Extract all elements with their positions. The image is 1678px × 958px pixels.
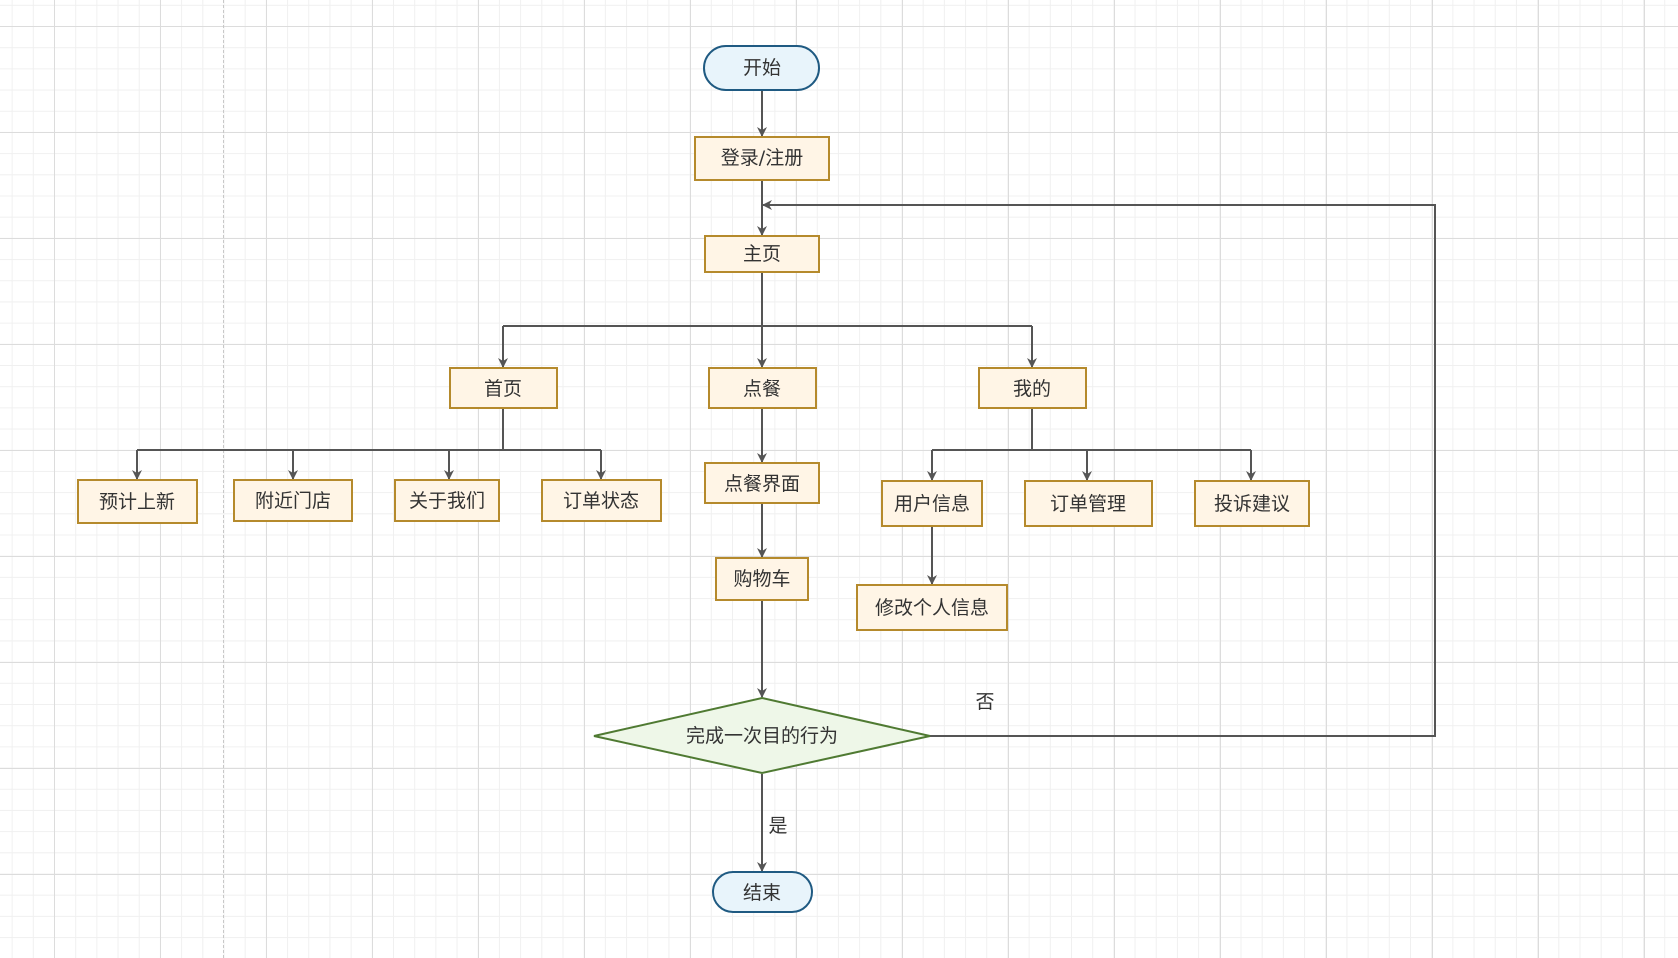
process-shape bbox=[715, 557, 809, 601]
terminal-shape bbox=[703, 45, 820, 91]
process-shape bbox=[704, 462, 820, 504]
node-order-screen-label: 点餐界面 bbox=[724, 473, 800, 495]
edges bbox=[132, 90, 1436, 872]
node-home-label: 主页 bbox=[743, 243, 781, 265]
node-about-us: 关于我们 bbox=[394, 479, 500, 522]
node-edit-profile-label: 修改个人信息 bbox=[875, 597, 989, 619]
decision-shape bbox=[593, 696, 931, 775]
edge-label-yes: 是 bbox=[768, 815, 787, 837]
process-shape bbox=[881, 480, 983, 527]
process-shape bbox=[856, 584, 1008, 631]
node-complaints: 投诉建议 bbox=[1194, 480, 1310, 527]
process-shape bbox=[233, 479, 353, 522]
process-shape bbox=[694, 136, 830, 181]
node-decision-label: 完成一次目的行为 bbox=[686, 725, 838, 747]
node-cart: 购物车 bbox=[715, 557, 809, 601]
node-complaints-label: 投诉建议 bbox=[1214, 493, 1290, 515]
node-new-items-label: 预计上新 bbox=[99, 491, 175, 513]
node-mine: 我的 bbox=[978, 367, 1087, 409]
process-shape bbox=[1024, 480, 1153, 527]
node-order-food: 点餐 bbox=[708, 367, 817, 409]
process-shape bbox=[704, 235, 820, 273]
edge-decision-no-loop bbox=[762, 200, 1436, 737]
node-home: 主页 bbox=[704, 235, 820, 273]
node-order-mgmt-label: 订单管理 bbox=[1050, 493, 1126, 515]
process-shape bbox=[77, 479, 198, 524]
node-order-mgmt: 订单管理 bbox=[1024, 480, 1153, 527]
node-start-label: 开始 bbox=[743, 57, 781, 79]
process-shape bbox=[978, 367, 1087, 409]
node-nearby-stores: 附近门店 bbox=[233, 479, 353, 522]
process-shape bbox=[1194, 480, 1310, 527]
process-shape bbox=[394, 479, 500, 522]
node-edit-profile: 修改个人信息 bbox=[856, 584, 1008, 631]
node-decision: 完成一次目的行为 bbox=[593, 696, 931, 775]
node-user-info-label: 用户信息 bbox=[894, 493, 970, 515]
edge-label-no: 否 bbox=[975, 691, 994, 713]
node-cart-label: 购物车 bbox=[733, 568, 790, 590]
node-new-items: 预计上新 bbox=[77, 479, 198, 524]
node-end: 结束 bbox=[712, 871, 813, 913]
node-mine-label: 我的 bbox=[1013, 378, 1051, 400]
node-login: 登录/注册 bbox=[694, 136, 830, 181]
node-front-page-label: 首页 bbox=[484, 378, 522, 400]
process-shape bbox=[541, 479, 662, 522]
node-order-food-label: 点餐 bbox=[743, 378, 781, 400]
process-shape bbox=[449, 367, 558, 409]
node-order-status: 订单状态 bbox=[541, 479, 662, 522]
node-start: 开始 bbox=[703, 45, 820, 91]
node-about-us-label: 关于我们 bbox=[409, 490, 485, 512]
process-shape bbox=[708, 367, 817, 409]
node-order-screen: 点餐界面 bbox=[704, 462, 820, 504]
terminal-shape bbox=[712, 871, 813, 913]
node-order-status-label: 订单状态 bbox=[563, 490, 639, 512]
node-login-label: 登录/注册 bbox=[721, 147, 803, 169]
node-nearby-stores-label: 附近门店 bbox=[255, 490, 331, 512]
node-end-label: 结束 bbox=[743, 882, 781, 904]
page-boundary-line bbox=[223, 0, 224, 958]
node-front-page: 首页 bbox=[449, 367, 558, 409]
node-user-info: 用户信息 bbox=[881, 480, 983, 527]
